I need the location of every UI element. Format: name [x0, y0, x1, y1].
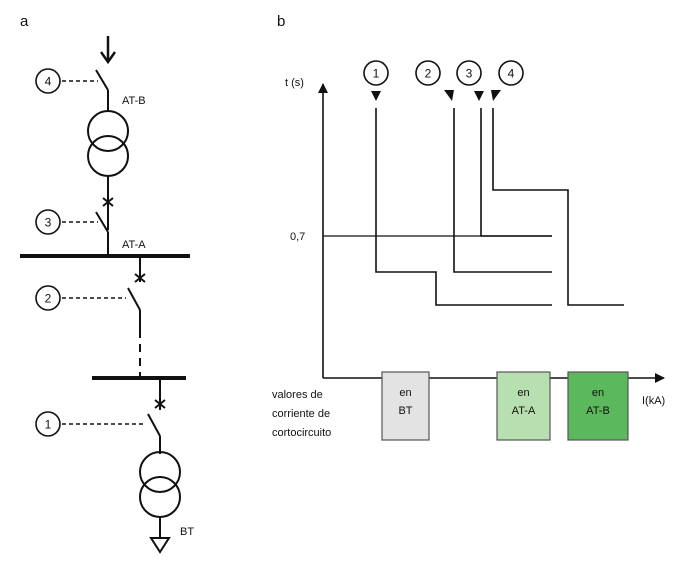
curve-4-number: 4	[508, 67, 515, 81]
transformer-at-b-icon	[87, 110, 129, 177]
breaker-2: 2	[35, 285, 141, 378]
breaker-3: 3	[35, 209, 109, 256]
sc-box-at-b-rect	[567, 371, 629, 441]
panel-a-single-line-diagram: a 4 AT-B 3 AT-A	[20, 13, 194, 554]
breaker-4-blade	[95, 69, 109, 91]
sc-box-bt-line-2: BT	[398, 405, 412, 417]
sc-box-bt: en BT	[381, 371, 430, 441]
incoming-arrow-icon	[99, 51, 117, 65]
sc-box-at-a-line-1: en	[517, 387, 529, 399]
breaker-4-number-circle	[35, 68, 61, 94]
feeder-disconnector-mark-icon	[134, 273, 146, 283]
sc-box-at-b-line-1: en	[592, 387, 604, 399]
sc-box-bt-line-1: en	[399, 387, 411, 399]
curve-1-number-circle	[363, 60, 389, 86]
breaker-1-blade	[147, 413, 161, 437]
curve-3-pointer-icon	[474, 91, 484, 101]
curve-2-number: 2	[425, 67, 432, 81]
bt-disconnector-mark-icon	[154, 399, 166, 409]
breaker-1: 1	[35, 411, 161, 454]
breaker-2-number: 2	[45, 292, 52, 306]
curve-4-pointer-icon	[491, 90, 501, 101]
curve-1: 1	[363, 60, 552, 306]
load-arrow-icon	[149, 537, 171, 554]
panel-b-label: b	[277, 13, 285, 30]
curve-1-number: 1	[373, 67, 380, 81]
curve-1-trip-curve	[375, 108, 552, 306]
sc-box-at-b: en AT-B	[567, 371, 629, 441]
x-axis-label: I(kA)	[642, 395, 665, 407]
curve-3: 3	[456, 60, 552, 237]
sc-box-bt-rect	[381, 371, 430, 441]
sc-label-line-3: cortocircuito	[272, 427, 331, 439]
label-bt: BT	[180, 526, 194, 538]
curve-4-trip-curve	[492, 108, 624, 306]
curve-2: 2	[415, 60, 552, 273]
curve-2-pointer-icon	[444, 90, 454, 101]
breaker-2-number-circle	[35, 285, 61, 311]
breaker-1-number-circle	[35, 411, 61, 437]
breaker-1-number: 1	[45, 418, 52, 432]
sc-label-line-1: valores de	[272, 389, 323, 401]
curve-1-pointer-icon	[371, 91, 381, 101]
panel-a-label: a	[20, 13, 29, 30]
curve-3-number-circle	[456, 60, 482, 86]
breaker-3-blade	[95, 211, 109, 233]
sc-box-at-a-rect	[496, 371, 551, 441]
curve-2-trip-curve	[453, 108, 552, 273]
breaker-3-number-circle	[35, 209, 61, 235]
sc-box-at-a: en AT-A	[496, 371, 551, 441]
curve-3-number: 3	[466, 67, 473, 81]
breaker-4: 4	[35, 68, 109, 112]
curve-2-number-circle	[415, 60, 441, 86]
breaker-2-blade	[127, 287, 141, 311]
sc-box-at-a-line-2: AT-A	[512, 405, 536, 417]
breaker-3-number: 3	[45, 216, 52, 230]
breaker-4-number: 4	[45, 75, 52, 89]
panel-b-time-current-chart: b t (s) I(kA) 0,7 1 2 3	[272, 13, 665, 441]
curve-4-number-circle	[498, 60, 524, 86]
curve-3-trip-curve	[480, 108, 552, 237]
label-at-b: AT-B	[122, 95, 146, 107]
transformer-bt-icon	[139, 451, 181, 518]
sc-box-at-b-line-2: AT-B	[586, 405, 610, 417]
label-at-a: AT-A	[122, 239, 146, 251]
sc-label-line-2: corriente de	[272, 408, 330, 420]
y-axis-label: t (s)	[285, 77, 304, 89]
y-tick-0-7: 0,7	[290, 231, 305, 243]
curve-4: 4	[491, 60, 624, 306]
at-b-disconnector-mark-icon	[102, 197, 114, 207]
